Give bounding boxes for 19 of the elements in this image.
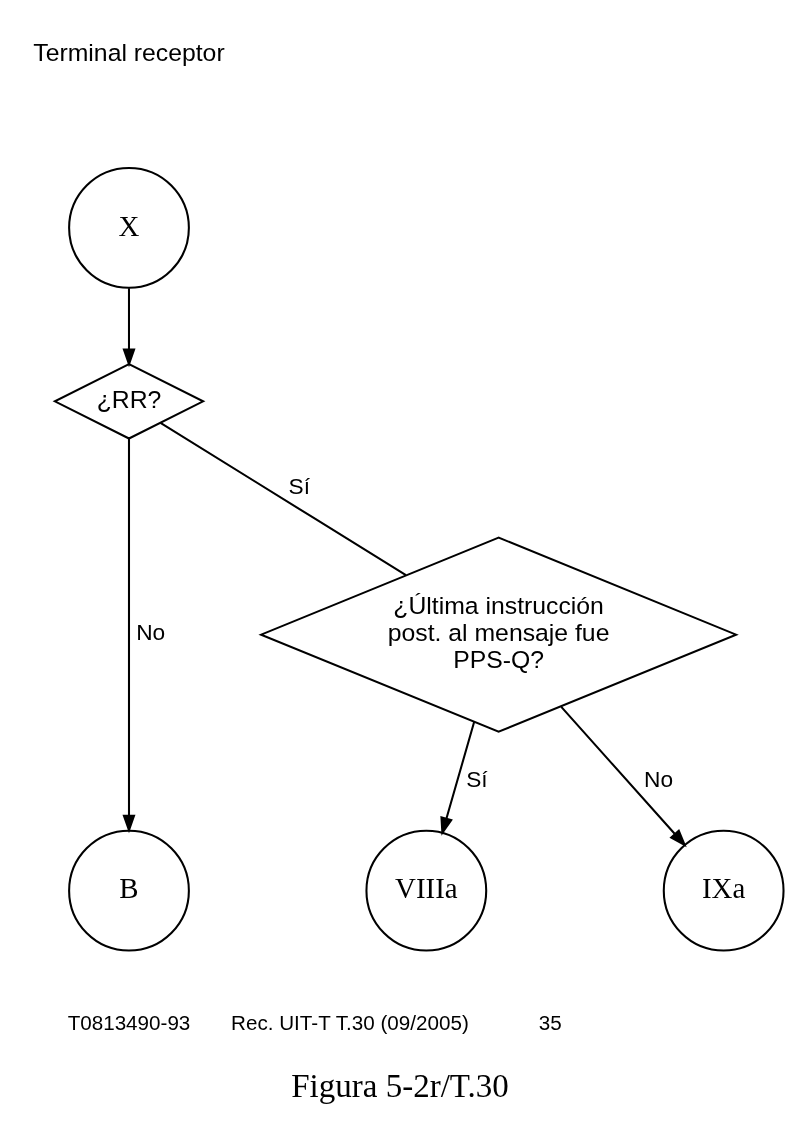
edge-label: No — [136, 618, 166, 645]
node-circle: VIIIa — [365, 829, 488, 952]
arrow — [440, 721, 476, 836]
arrow — [122, 438, 136, 833]
arrow — [122, 287, 136, 367]
caption: Figura 5-2r/T.30 — [291, 1067, 509, 1104]
node-diamond: ¿Última instrucción post. al mensaje fue PPS-Q? — [258, 535, 739, 733]
node-circle: B — [68, 829, 190, 952]
edge-label: Sí — [288, 472, 311, 499]
edge-label: Sí — [466, 765, 488, 792]
node-circle: X — [68, 166, 190, 289]
node-diamond: ¿RR? — [52, 362, 206, 440]
label: 35 — [538, 1010, 562, 1034]
label: Rec. UIT-T T.30 (09/2005) — [231, 1010, 469, 1034]
diagram-title: Terminal receptor — [33, 38, 225, 66]
edge-label: No — [644, 765, 674, 792]
label: T0813490-93 — [67, 1010, 191, 1034]
connector — [159, 421, 407, 576]
arrow — [560, 705, 687, 847]
